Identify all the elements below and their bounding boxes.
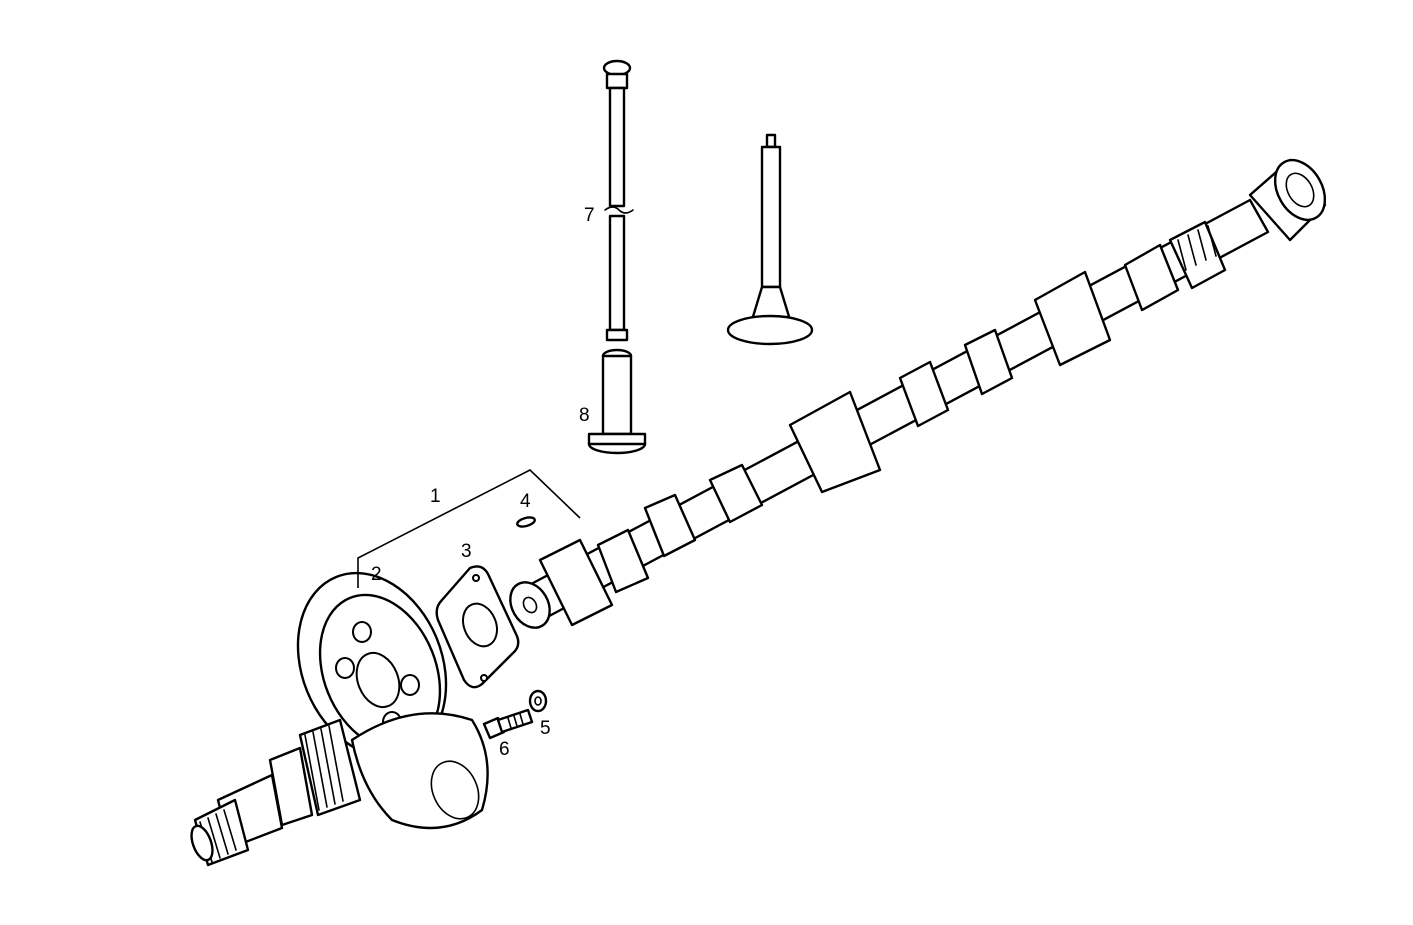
callout-8: 8 <box>579 405 590 426</box>
front-drive-shaft <box>190 718 362 867</box>
valve <box>726 133 814 346</box>
cam-lobe <box>708 463 764 524</box>
cam-lobe <box>1033 270 1112 367</box>
callout-4: 4 <box>520 491 531 512</box>
assembly-bracket-leader <box>357 469 581 588</box>
callout-3: 3 <box>461 541 472 562</box>
callout-6: 6 <box>499 739 510 760</box>
push-rod <box>602 59 634 342</box>
woodruff-key <box>516 516 536 528</box>
washer <box>528 689 548 713</box>
camshaft <box>509 158 1327 629</box>
cam-lobe <box>898 360 950 428</box>
camshaft-drive-gear <box>1168 220 1227 290</box>
bolt <box>482 708 534 740</box>
callout-5: 5 <box>540 718 551 739</box>
cam-lobe <box>643 493 697 558</box>
camshaft-rear-end <box>1248 158 1327 242</box>
cam-lobe <box>1123 243 1180 312</box>
tappet <box>587 348 647 455</box>
camshaft-front-journal <box>509 538 614 629</box>
callout-7: 7 <box>584 205 595 226</box>
callout-2: 2 <box>371 564 382 585</box>
cam-lobe <box>788 390 882 494</box>
camshaft-hub <box>350 712 489 830</box>
callout-1: 1 <box>430 486 441 507</box>
thrust-plate <box>435 565 520 689</box>
cam-lobe <box>596 528 650 594</box>
timing-gear <box>296 571 448 759</box>
cam-lobe <box>963 328 1014 396</box>
